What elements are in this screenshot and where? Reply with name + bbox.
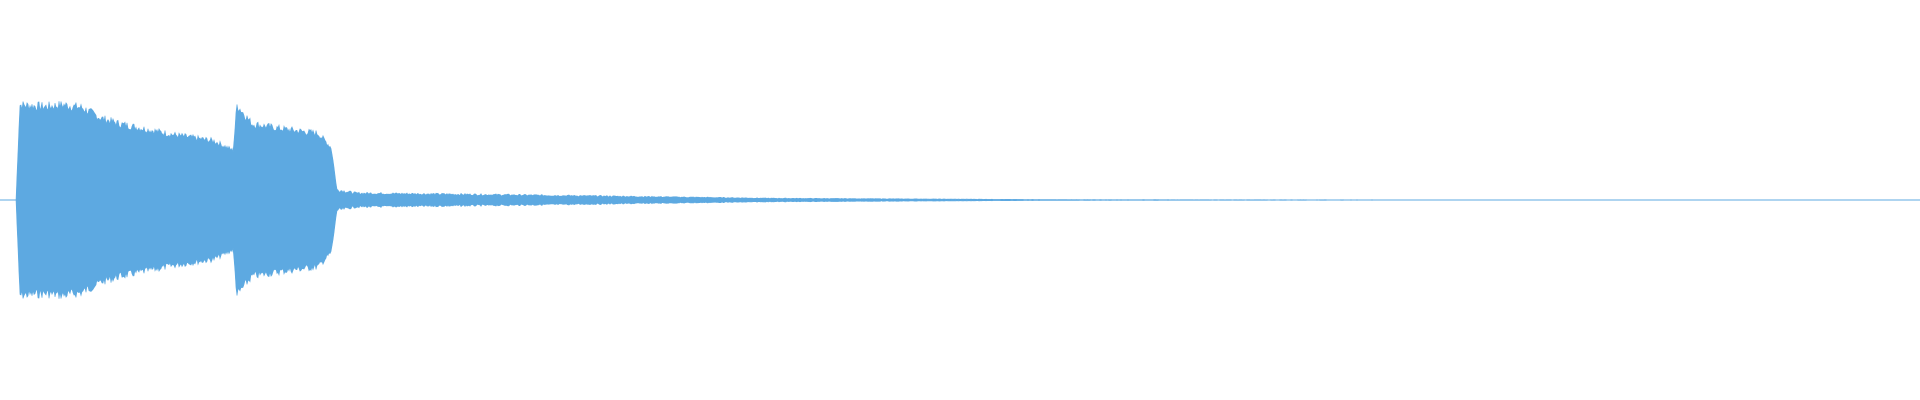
waveform-shape xyxy=(15,101,1904,299)
waveform-path xyxy=(15,101,1904,299)
